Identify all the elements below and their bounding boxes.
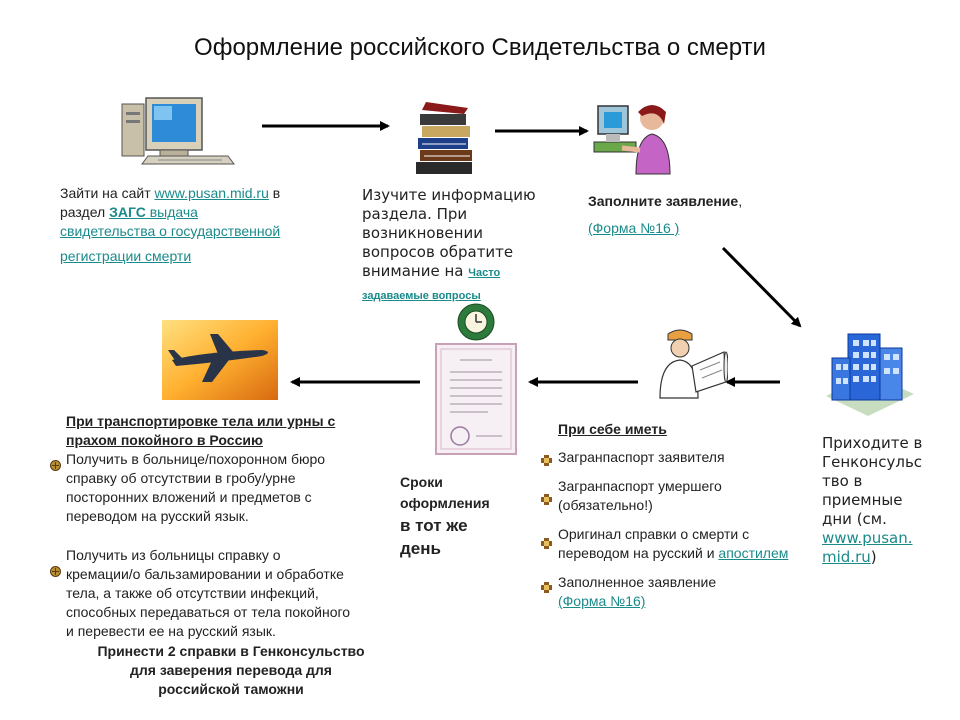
doc-item-deceased-passport: Загранпаспорт умершего (обязательно!) bbox=[558, 477, 722, 515]
step4-line: дни (см. bbox=[822, 510, 887, 528]
step1-text: Зайти на сайт www.pusan.mid.ru в раздел … bbox=[60, 184, 330, 266]
step1-line1-prefix: Зайти на сайт bbox=[60, 185, 155, 201]
doc-item-application: Заполненное заявление (Форма №16) bbox=[558, 573, 716, 611]
transport-paragraph2-line: и перевести ее на русский язык. bbox=[66, 623, 276, 639]
form16-link-2[interactable]: (Форма №16) bbox=[558, 593, 646, 609]
engineer-with-papers-icon bbox=[659, 329, 728, 399]
page-title: Оформление российского Свидетельства о с… bbox=[194, 34, 766, 61]
transport-paragraph1-line: Получить в больнице/похоронном бюро bbox=[66, 451, 326, 467]
processing-time-line1: Сроки bbox=[400, 474, 443, 490]
transport-paragraph2: Получить из больницы справку о кремации/… bbox=[66, 546, 396, 641]
bullet-icon bbox=[50, 460, 61, 471]
transport-heading-line2: прахом покойного в Россию bbox=[66, 432, 263, 448]
doc-item-deceased-passport-line2: (обязательно!) bbox=[558, 497, 653, 513]
processing-time-line3: в тот же bbox=[400, 516, 468, 535]
transport-paragraph2-line: Получить из больницы справку о bbox=[66, 547, 281, 563]
step3-text: Заполните заявление, (Форма №16 ) bbox=[588, 192, 788, 238]
step2-line: Изучите информацию bbox=[362, 186, 536, 204]
death-certificate-link-part2[interactable]: свидетельства о государственной bbox=[60, 223, 281, 239]
step1-line2-prefix: раздел bbox=[60, 204, 110, 220]
doc-item-applicant-passport: Загранпаспорт заявителя bbox=[558, 449, 725, 465]
books-icon bbox=[416, 102, 472, 174]
bullet-icon bbox=[50, 566, 61, 577]
transport-paragraph1-line: посторонних вложений и предметов с bbox=[66, 489, 312, 505]
certificate-with-stamp-icon bbox=[435, 303, 517, 455]
step4-text: Приходите в Генконсульс тво в приемные д… bbox=[822, 434, 954, 567]
step1-line1-suffix: в bbox=[268, 185, 281, 201]
arrow-step3-step4 bbox=[721, 246, 802, 328]
death-certificate-link-part1[interactable]: выдача bbox=[145, 204, 198, 220]
transport-paragraph2-line: тела, а также об отсутствии инфекций, bbox=[66, 585, 319, 601]
doc-item-application-line1: Заполненное заявление bbox=[558, 574, 717, 590]
bring-with-you-heading: При себе иметь bbox=[558, 421, 667, 437]
transport-heading: При транспортировке тела или урны с прах… bbox=[66, 412, 386, 450]
step5-heading: При себе иметь bbox=[558, 420, 828, 439]
step4-close: ) bbox=[870, 548, 877, 566]
step2-line: раздела. При bbox=[362, 205, 468, 223]
doc-item-deceased-passport-line1: Загранпаспорт умершего bbox=[558, 478, 722, 494]
zags-link[interactable]: ЗАГС bbox=[109, 204, 146, 220]
transport-paragraph2-line: кремации/о бальзамировании и обработке bbox=[66, 566, 344, 582]
step3-comma: , bbox=[738, 193, 743, 209]
bullet-icon bbox=[541, 582, 552, 593]
processing-time-line2: оформления bbox=[400, 495, 490, 511]
doc-item-death-certificate-line2: переводом на русский и bbox=[558, 545, 719, 561]
transport-footer: Принести 2 справки в Генконсульство для … bbox=[66, 642, 396, 699]
processing-time: Сроки оформления в тот же день bbox=[400, 472, 520, 560]
transport-paragraph1-line: переводом на русский язык. bbox=[66, 508, 249, 524]
faq-link-part1[interactable]: Часто bbox=[468, 267, 501, 279]
pusan-site-link-2-part2[interactable]: mid.ru bbox=[822, 548, 871, 566]
step4-line: Генконсульс bbox=[822, 453, 923, 471]
step2-text: Изучите информацию раздела. При возникно… bbox=[362, 186, 562, 306]
death-certificate-link-part3[interactable]: регистрации смерти bbox=[60, 248, 192, 264]
faq-link-part2[interactable]: задаваемые вопросы bbox=[362, 290, 481, 302]
processing-time-line4: день bbox=[400, 539, 441, 558]
step4-line: Приходите в bbox=[822, 434, 923, 452]
bullet-icon bbox=[541, 494, 552, 505]
computer-icon bbox=[121, 97, 235, 165]
transport-paragraph1: Получить в больнице/похоронном бюро спра… bbox=[66, 450, 386, 526]
transport-footer-line: российской таможни bbox=[158, 681, 304, 697]
airplane-icon bbox=[162, 320, 278, 400]
doc-item-death-certificate: Оригинал справки о смерти с переводом на… bbox=[558, 525, 828, 563]
transport-heading-line1: При транспортировке тела или урны с bbox=[66, 413, 336, 429]
step4-line: тво в bbox=[822, 472, 863, 490]
woman-at-computer-icon bbox=[593, 105, 671, 175]
transport-footer-line: Принести 2 справки в Генконсульство bbox=[97, 643, 365, 659]
form16-link[interactable]: (Форма №16 bbox=[588, 220, 671, 236]
transport-paragraph1-line: справку об отсутствии в гробу/урне bbox=[66, 470, 296, 486]
transport-paragraph2-line: способных передаваться от тела покойного bbox=[66, 604, 351, 620]
step4-line: приемные bbox=[822, 491, 903, 509]
apostille-link[interactable]: апостилем bbox=[718, 545, 789, 561]
form16-link-close[interactable]: ) bbox=[670, 220, 680, 236]
transport-footer-line: для заверения перевода для bbox=[130, 662, 332, 678]
step2-line: вопросов обратите bbox=[362, 243, 514, 261]
fill-application-label: Заполните заявление bbox=[588, 193, 739, 209]
building-icon bbox=[826, 333, 914, 416]
pusan-site-link[interactable]: www.pusan.mid.ru bbox=[154, 185, 269, 201]
step2-line: возникновении bbox=[362, 224, 483, 242]
bullet-icon bbox=[541, 455, 552, 466]
bullet-icon bbox=[541, 538, 552, 549]
step2-line5-prefix: внимание на bbox=[362, 262, 469, 280]
pusan-site-link-2-part1[interactable]: www.pusan. bbox=[822, 529, 913, 547]
doc-item-death-certificate-line1: Оригинал справки о смерти с bbox=[558, 526, 750, 542]
